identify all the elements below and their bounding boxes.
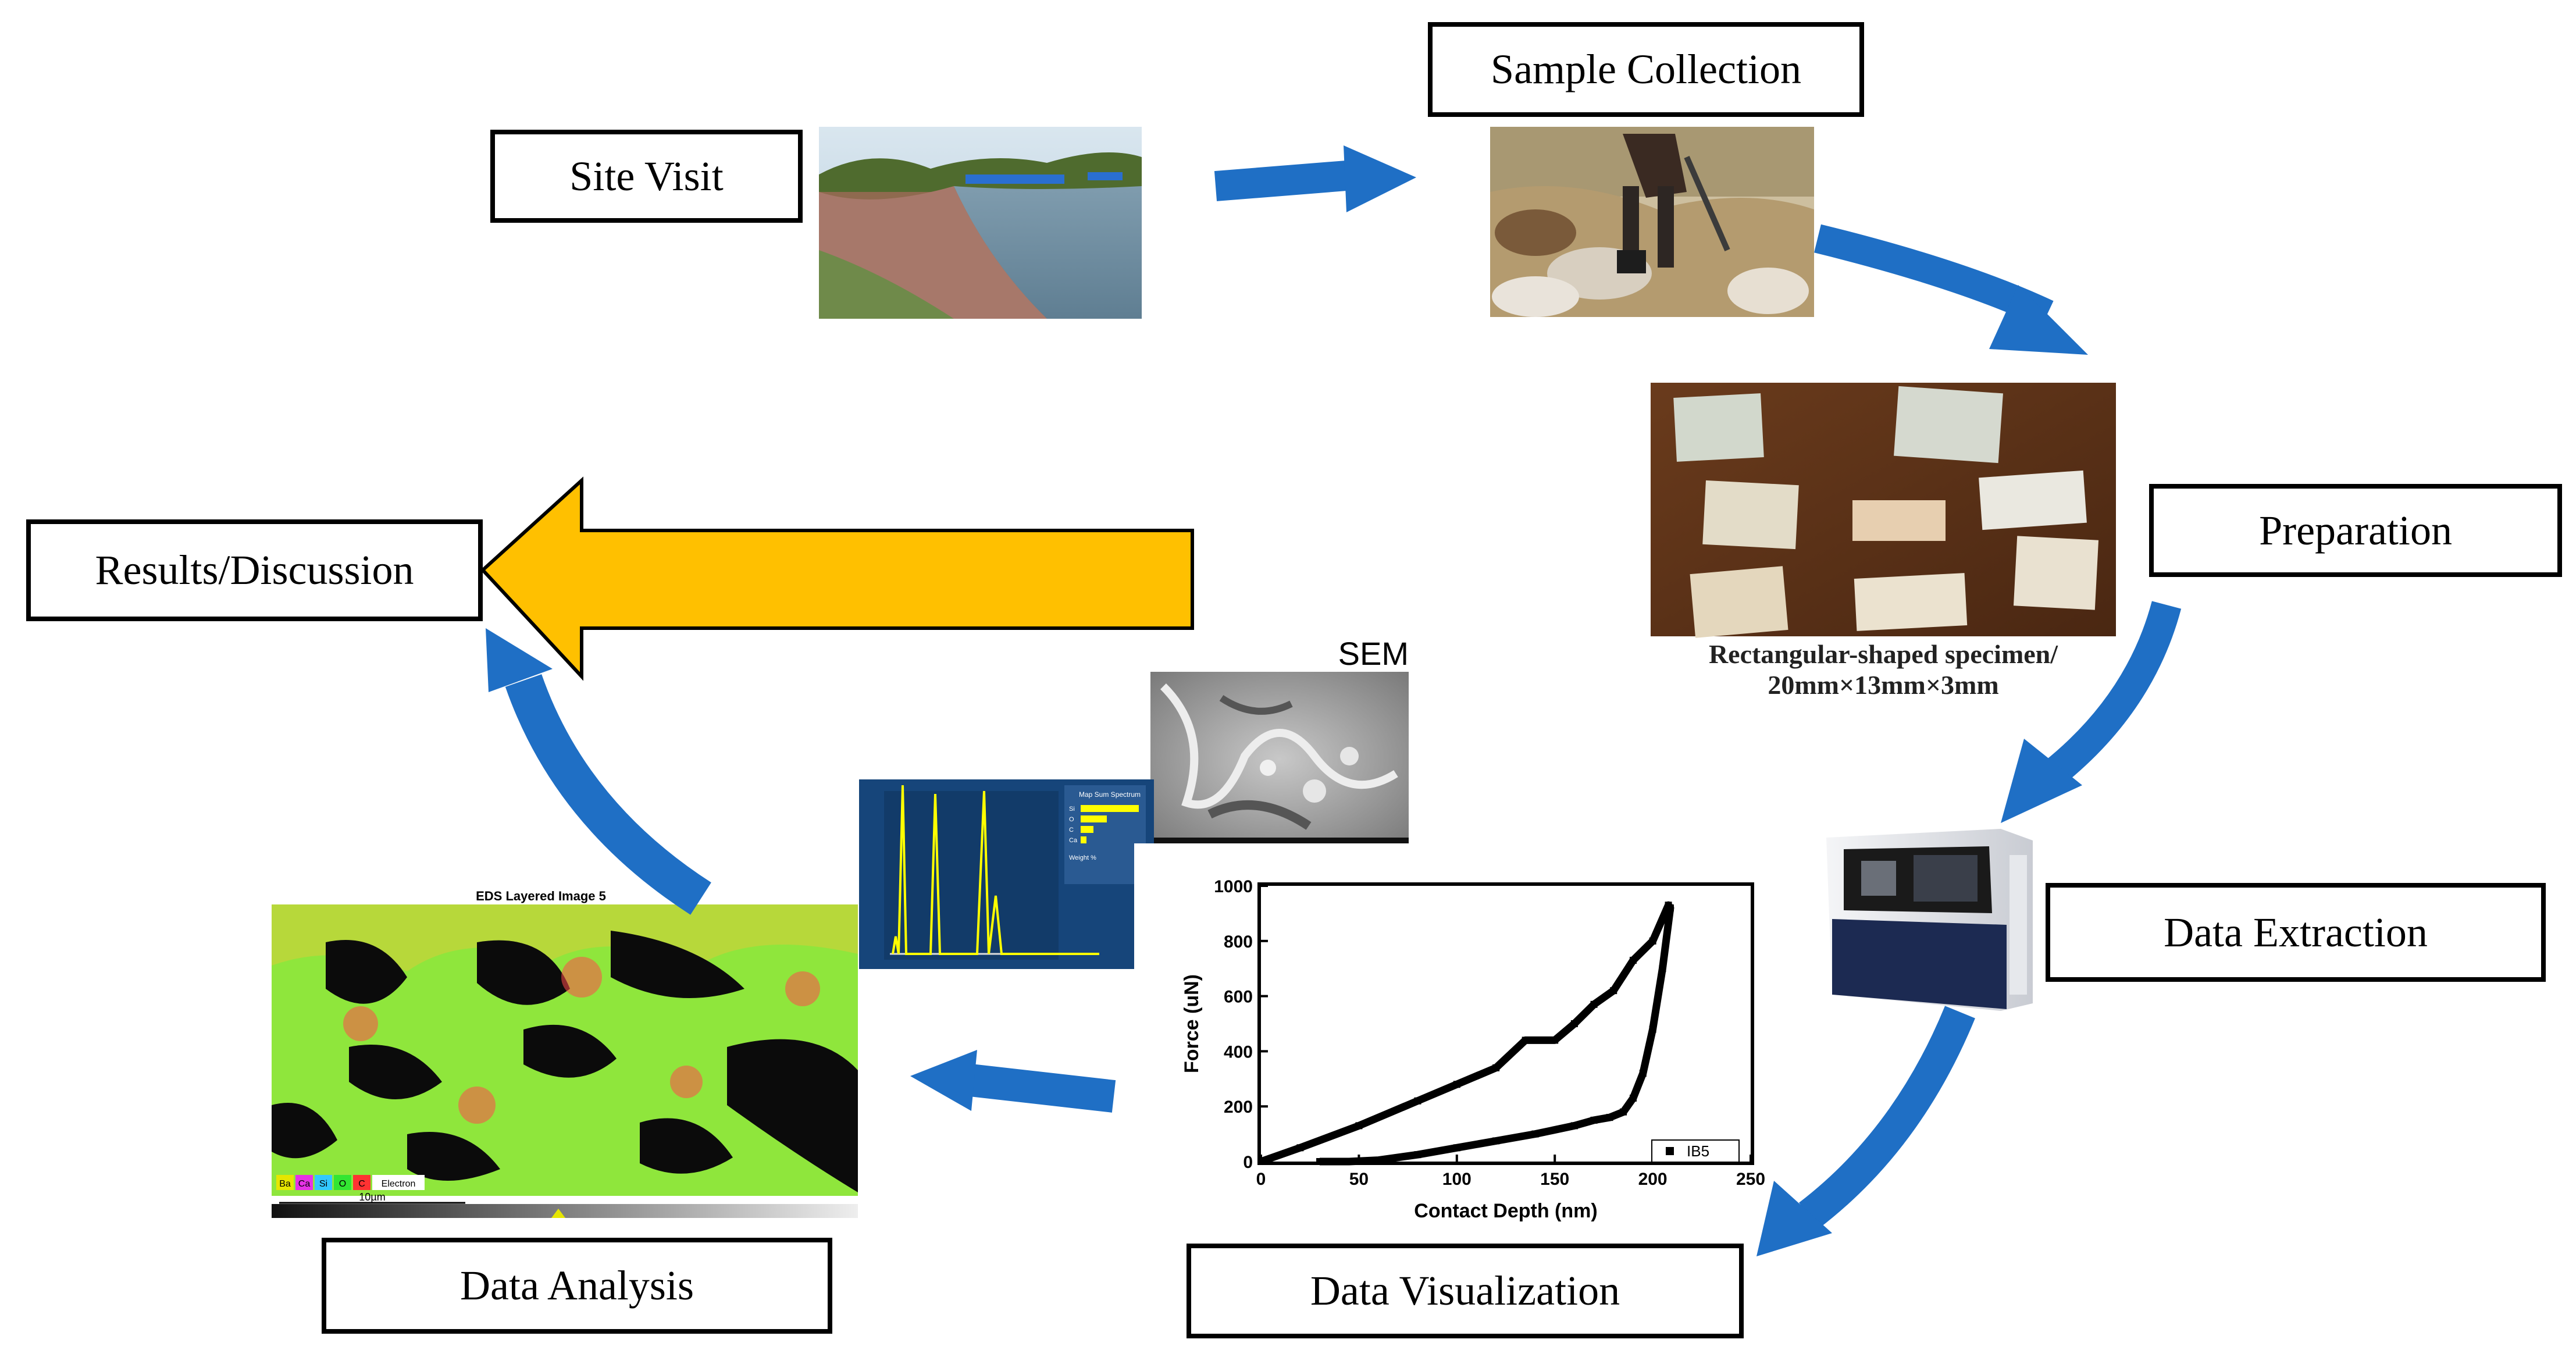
eds-layered-image: EDS Layered Image 5 Ba Ca Si O C Electro… [272, 889, 858, 1218]
chart-point-18 [1629, 1094, 1637, 1102]
chart-ytick-label-5: 1000 [1214, 877, 1253, 896]
chart-xtick-label-1: 50 [1349, 1170, 1369, 1189]
arrow-visualization-to-analysis [910, 1050, 1116, 1113]
chart-point-8 [1570, 1020, 1578, 1027]
chart-xtick-label-2: 100 [1442, 1170, 1472, 1189]
chart-xtick-label-4: 200 [1638, 1170, 1668, 1189]
chart-ytick-label-3: 600 [1224, 988, 1253, 1007]
eds-legend-ba: Ba [279, 1179, 291, 1189]
chart-point-22 [1570, 1122, 1578, 1130]
sem-label: SEM [1338, 635, 1409, 672]
stage-preparation: Preparation [2149, 484, 2562, 577]
spectrum-panel-title: Map Sum Spectrum [1079, 790, 1141, 799]
chart-point-6 [1522, 1036, 1529, 1044]
chart-ylabel: Force (uN) [1181, 974, 1203, 1073]
chart-point-12 [1649, 937, 1656, 945]
eds-legend-c: C [358, 1179, 365, 1189]
arrow-to-results-large [480, 476, 1194, 681]
stage-sample-collection: Sample Collection [1428, 22, 1864, 117]
nanoindenter-machine-image [1826, 829, 2033, 1011]
chart-ytick-label-4: 800 [1224, 932, 1253, 952]
arrow-extraction-to-visualization [1756, 1006, 1975, 1256]
chart-plot-area [1257, 882, 1754, 1165]
arrow-site-to-collection [1214, 145, 1416, 212]
stage-site-visit: Site Visit [490, 130, 803, 223]
eds-legend-si: Si [319, 1179, 327, 1189]
stage-results-discussion: Results/Discussion [26, 519, 483, 621]
chart-ytick-label-0: 0 [1243, 1153, 1253, 1172]
chart-point-20 [1606, 1114, 1613, 1121]
spectrum-row-ca: Ca [1069, 837, 1078, 844]
chart-xtick-label-3: 150 [1540, 1170, 1569, 1189]
chart-legend-marker [1666, 1147, 1674, 1155]
chart-point-21 [1590, 1116, 1598, 1124]
chart-point-27 [1375, 1156, 1383, 1164]
chart-point-16 [1649, 1025, 1656, 1033]
chart-point-0 [1257, 1158, 1264, 1165]
chart-point-9 [1590, 1000, 1598, 1008]
sample-collection-photo [1490, 127, 1814, 317]
chart-point-24 [1492, 1137, 1500, 1145]
spectrum-weight-label: Weight % [1069, 854, 1096, 861]
chart-ytick-label-2: 400 [1224, 1042, 1253, 1062]
spectrum-row-si: Si [1069, 806, 1075, 813]
chart-point-4 [1453, 1081, 1460, 1088]
arrow-analysis-to-results [486, 628, 711, 915]
eds-legend-electron: Electron [382, 1179, 416, 1189]
chart-legend-ib5: IB5 [1687, 1142, 1709, 1160]
eds-legend-ca: Ca [298, 1179, 311, 1189]
spectrum-row-c: C [1069, 827, 1074, 833]
preparation-photo [1651, 383, 2116, 638]
specimen-caption-line1: Rectangular-shaped specimen/ [1709, 639, 2058, 669]
chart-point-29 [1316, 1158, 1324, 1165]
eds-title: EDS Layered Image 5 [476, 889, 606, 903]
stage-data-extraction: Data Extraction [2046, 883, 2546, 982]
flow-arrows [480, 145, 2182, 1256]
chart-xtick-label-5: 250 [1736, 1170, 1765, 1189]
specimen-caption-line2: 20mm×13mm×3mm [1768, 670, 1998, 700]
chart-series-ib5-points [1257, 902, 1674, 1165]
chart-point-19 [1620, 1108, 1627, 1116]
chart-point-7 [1551, 1036, 1559, 1044]
chart-point-15 [1659, 965, 1666, 973]
chart-xlabel: Contact Depth (nm) [1414, 1200, 1597, 1222]
chart-series-ib5-line [1259, 901, 1674, 1166]
chart-point-2 [1355, 1122, 1363, 1130]
arrow-collection-to-preparation [1814, 224, 2088, 355]
chart-point-23 [1531, 1130, 1539, 1138]
chart-point-14 [1666, 904, 1674, 911]
eds-spectrum-image: Map Sum Spectrum Si O C Ca Weight % [859, 779, 1154, 969]
chart-point-10 [1610, 987, 1617, 995]
arrow-preparation-to-extraction [2001, 601, 2182, 823]
chart-point-11 [1629, 956, 1637, 964]
stage-data-visualization: Data Visualization [1187, 1244, 1744, 1338]
chart-point-26 [1414, 1151, 1421, 1159]
force-depth-chart: 0 50 100 150 200 250 0 200 400 600 800 1000 Contact… [1134, 843, 1826, 1233]
chart-point-5 [1492, 1064, 1500, 1071]
spectrum-row-o: O [1069, 816, 1074, 823]
stage-data-analysis: Data Analysis [322, 1238, 832, 1334]
chart-point-1 [1296, 1144, 1304, 1152]
chart-point-17 [1639, 1070, 1647, 1077]
site-visit-photo [819, 127, 1142, 319]
sem-image [1150, 672, 1409, 846]
eds-legend-o: O [339, 1179, 346, 1189]
chart-point-3 [1414, 1097, 1421, 1105]
chart-point-25 [1453, 1144, 1460, 1152]
eds-scale-label: 10µm [359, 1191, 385, 1203]
chart-point-28 [1345, 1158, 1353, 1165]
chart-xtick-label-0: 0 [1256, 1170, 1266, 1189]
chart-ytick-label-1: 200 [1224, 1098, 1253, 1117]
